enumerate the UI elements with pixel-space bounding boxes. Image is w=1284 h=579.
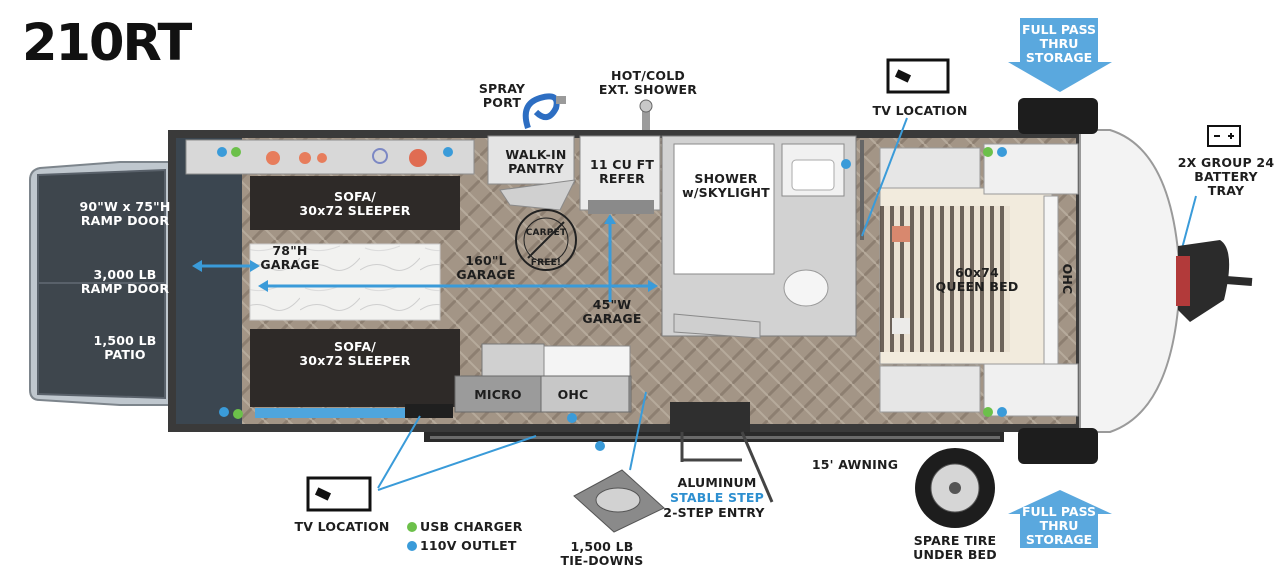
outlet-legend: 110V OUTLET — [420, 538, 517, 553]
micro-label: MICRO — [474, 387, 522, 402]
tv-remote-icon-bottom — [306, 476, 372, 512]
sofa-top — [250, 176, 460, 230]
top-shelf — [185, 139, 475, 175]
tv-location-bottom: TV LOCATION — [294, 519, 390, 534]
storage-arrow-top — [1008, 18, 1112, 92]
tie-down-icon — [573, 469, 665, 533]
storage-arrow-bottom — [1008, 490, 1112, 548]
carpet-free-icon — [515, 209, 577, 271]
ohc-front-label: OHC — [1060, 263, 1075, 295]
aluminum-label: ALUMINUM — [677, 475, 757, 490]
refrigerator — [579, 135, 661, 211]
outlet-markers — [217, 147, 1007, 451]
sofa-bottom-label: SOFA/30x72 SLEEPER — [299, 339, 411, 368]
kitchen — [454, 343, 632, 413]
shower-valve-icon — [639, 99, 653, 130]
entry-steps — [670, 402, 750, 432]
outlet-legend-dot — [407, 541, 417, 551]
garage-dimension-arrows — [192, 214, 658, 302]
awning-label: 15' AWNING — [811, 457, 899, 472]
spray-hose-icon — [522, 93, 566, 129]
usb-charger-legend: USB CHARGER — [420, 519, 523, 534]
sofa-top-label: SOFA/30x72 SLEEPER — [299, 189, 411, 218]
usb-legend-dot — [407, 522, 417, 532]
tv-remote-icon — [886, 58, 950, 94]
model-name: 210RT — [22, 14, 192, 73]
tire-icon — [915, 448, 995, 528]
bathroom — [661, 135, 864, 339]
stable-step-label: STABLE STEP — [669, 490, 765, 505]
sofa-bottom — [250, 329, 460, 407]
entry-label: 2-STEP ENTRY — [663, 505, 765, 520]
ramp-door — [29, 161, 171, 406]
pantry — [487, 135, 576, 211]
tv-location-top: TV LOCATION — [872, 103, 968, 118]
garage-floor-mat — [249, 243, 441, 321]
battery-icon — [1176, 125, 1253, 322]
ohc-kitchen-label: OHC — [557, 387, 589, 402]
queen-bed — [879, 143, 1079, 417]
